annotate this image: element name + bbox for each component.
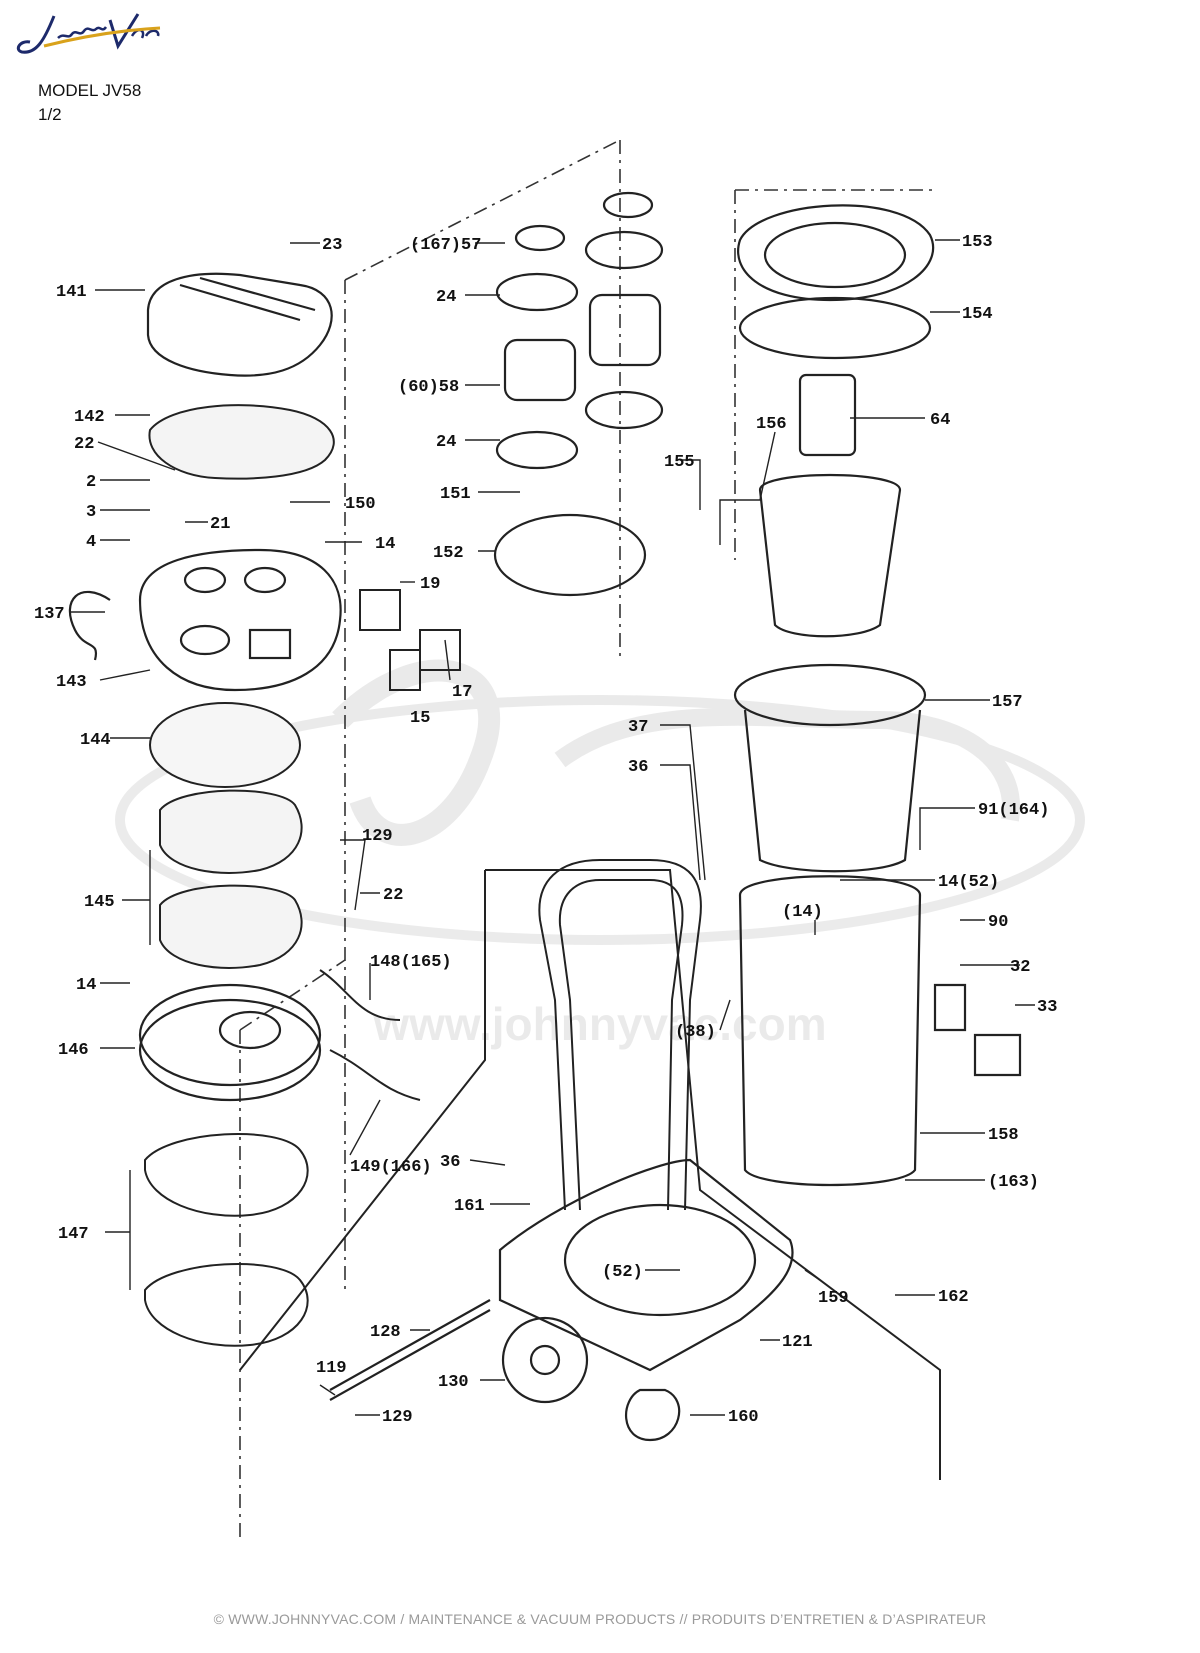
- tank-assembly: [733, 204, 1022, 1187]
- callout-144: 144: [80, 731, 111, 750]
- callout-14-52: 14(52): [938, 873, 999, 892]
- callout-38: (38): [675, 1023, 716, 1042]
- callout-130: 130: [438, 1373, 469, 1392]
- model-number: MODEL JV58: [38, 81, 142, 100]
- callout-91-164: 91(164): [978, 801, 1049, 820]
- callout-163: (163): [988, 1173, 1039, 1192]
- callout-36: 36: [628, 758, 648, 777]
- callout-160: 160: [728, 1408, 759, 1427]
- leader-lines: [70, 239, 1035, 1416]
- callout-142: 142: [74, 408, 105, 427]
- callout-19: 19: [420, 575, 440, 594]
- callout-32: 32: [1010, 958, 1030, 977]
- callout-152: 152: [433, 544, 464, 563]
- callout-145: 145: [84, 893, 115, 912]
- assembly-guide-lines: [239, 139, 935, 1540]
- callout-156: 156: [756, 415, 787, 434]
- watermark-url: www.johnnyvac.com: [372, 998, 826, 1050]
- footer-copyright: © WWW.JOHNNYVAC.COM / MAINTENANCE & VACU…: [213, 1611, 987, 1627]
- callout-155: 155: [664, 453, 695, 472]
- switch-parts: [359, 589, 461, 691]
- callout-119: 119: [316, 1359, 347, 1378]
- callout-90: 90: [988, 913, 1008, 932]
- callout-14b: 14: [76, 976, 96, 995]
- caster-160: [625, 1388, 681, 1442]
- part-146-base-ring: [138, 983, 322, 1102]
- callout-3: 3: [86, 503, 96, 522]
- watermark: [115, 659, 1085, 945]
- callout-24: 24: [436, 288, 456, 307]
- callout-64: 64: [930, 411, 950, 430]
- motor-assemblies: [493, 191, 664, 597]
- callout-22: 22: [74, 435, 94, 454]
- part-147-gaskets: [144, 1132, 309, 1347]
- part-159-cart-base: [329, 1158, 794, 1442]
- axle-128: [329, 1299, 491, 1401]
- callout-157: 157: [992, 693, 1023, 712]
- part-141-top-cover: [146, 272, 333, 377]
- callout-33: 33: [1037, 998, 1057, 1017]
- part-145-filters: [159, 789, 303, 969]
- callout-153: 153: [962, 233, 993, 252]
- callout-36b: 36: [440, 1153, 460, 1172]
- callout-129b: 129: [382, 1408, 413, 1427]
- callout-143: 143: [56, 673, 87, 692]
- callout-129: 129: [362, 827, 393, 846]
- wheel-130: [501, 1316, 589, 1404]
- callout-52: (52): [602, 1263, 643, 1282]
- callout-37: 37: [628, 718, 648, 737]
- callout-147: 147: [58, 1225, 89, 1244]
- callout-137: 137: [34, 605, 65, 624]
- callout-17: 17: [452, 683, 472, 702]
- callout-141: 141: [56, 283, 87, 302]
- callout-60-58: (60)58: [398, 378, 459, 397]
- callout-4: 4: [86, 533, 96, 552]
- callout-2: 2: [86, 473, 96, 492]
- part-144-filter-disk: [149, 702, 301, 788]
- callout-148-165: 148(165): [370, 953, 452, 972]
- callout-149-166: 149(166): [350, 1158, 432, 1177]
- callout-15: 15: [410, 709, 430, 728]
- callout-162: 162: [938, 1288, 969, 1307]
- callout-159: 159: [818, 1289, 849, 1308]
- callout-128: 128: [370, 1323, 401, 1342]
- callout-23: 23: [322, 236, 342, 255]
- johnnyvac-signature-logo: [16, 13, 161, 54]
- callout-14: 14: [375, 535, 395, 554]
- callout-151: 151: [440, 485, 471, 504]
- callout-22b: 22: [383, 886, 403, 905]
- power-cord: [68, 590, 111, 661]
- page-indicator: 1/2: [38, 105, 62, 124]
- wiring-harness: [319, 969, 421, 1101]
- callout-158: 158: [988, 1126, 1019, 1145]
- callout-labels: 23 141 142 22 2 3 21 4 150 14 19 137 143…: [34, 233, 1057, 1427]
- callout-121: 121: [782, 1333, 813, 1352]
- callout-150: 150: [345, 495, 376, 514]
- part-143-motor-head: [68, 548, 342, 692]
- callout-146: 146: [58, 1041, 89, 1060]
- brand-logo: [14, 6, 164, 66]
- callout-154: 154: [962, 305, 993, 324]
- callout-161: 161: [454, 1197, 485, 1216]
- handle-assembly: [239, 859, 941, 1480]
- callout-167-57: (167)57: [410, 236, 481, 255]
- callout-24b: 24: [436, 433, 456, 452]
- callout-14-paren: (14): [782, 903, 823, 922]
- part-142-foam-pad: [148, 404, 335, 480]
- callout-21: 21: [210, 515, 230, 534]
